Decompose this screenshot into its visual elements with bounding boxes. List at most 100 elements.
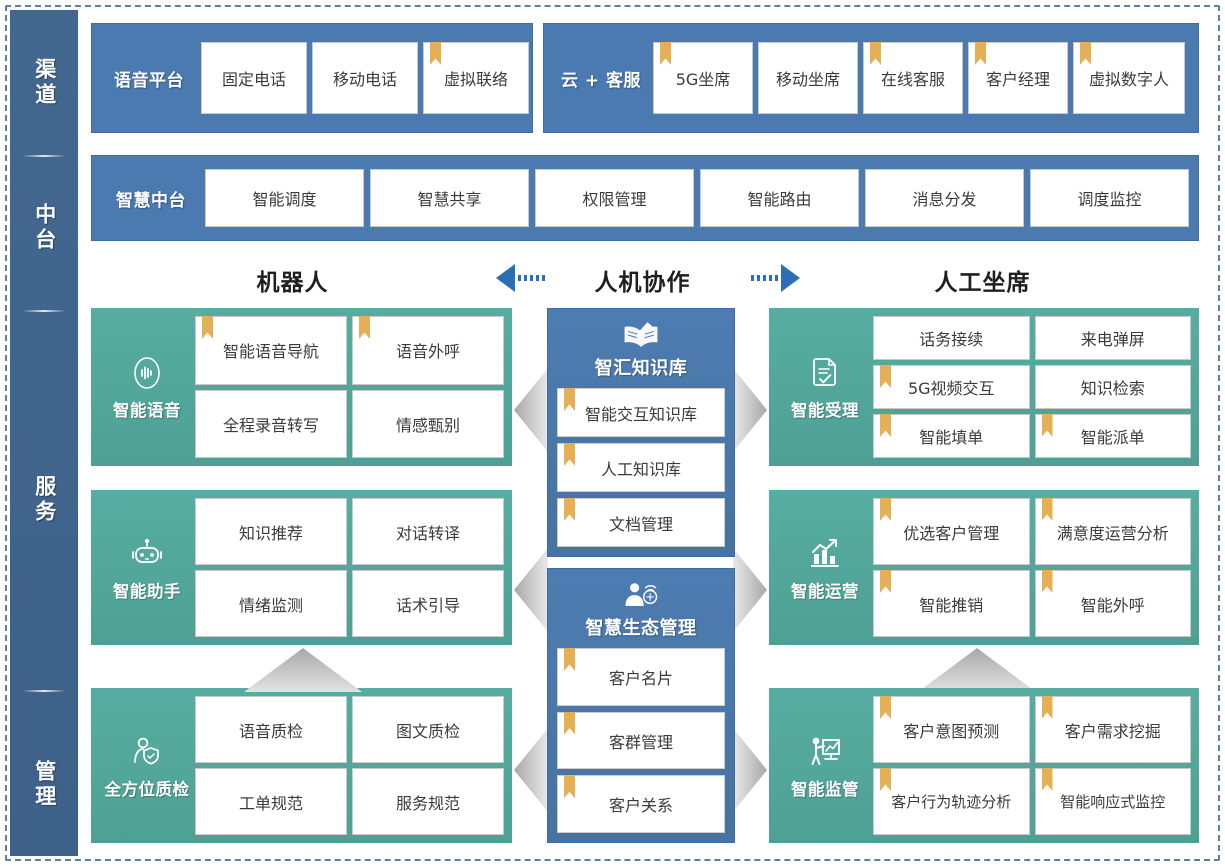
middle-platform-cell[interactable]: 智慧共享 xyxy=(370,169,529,227)
sidebar-item-channel[interactable]: 渠道 xyxy=(10,20,78,145)
bookmark-icon xyxy=(564,443,575,466)
cell-label: 客户经理 xyxy=(985,70,1050,89)
sidebar-label-service: 服务 xyxy=(32,475,57,525)
cell-label: 智能交互知识库 xyxy=(584,404,697,424)
ecosystem-management-item[interactable]: 客户关系 xyxy=(557,775,725,834)
service-card-intelligent-acceptance-grid: 话务接续 来电弹屏 5G视频交互 知识检索 智能填单 智能派单 xyxy=(873,316,1191,458)
sidebar-divider-2 xyxy=(22,310,66,312)
ecosystem-management-stack: 智慧生态管理 客户名片 客群管理 客户关系 xyxy=(547,568,735,843)
service-cell[interactable]: 客户意图预测 xyxy=(873,696,1030,763)
service-card-intelligent-voice-icon-col: 智能语音 xyxy=(99,353,195,421)
service-cell[interactable]: 智能派单 xyxy=(1034,414,1191,458)
middle-platform-row: 智慧中台 智能调度 智慧共享 权限管理 智能路由 消息分发 调度监控 xyxy=(91,155,1199,241)
channel-cell[interactable]: 虚拟数字人 xyxy=(1073,42,1185,114)
bookmark-icon xyxy=(1041,570,1053,593)
channel-cell[interactable]: 移动电话 xyxy=(312,42,418,114)
service-cell[interactable]: 情感甄别 xyxy=(352,389,504,458)
service-cell[interactable]: 智能推销 xyxy=(873,570,1030,637)
ecosystem-management-item[interactable]: 客户名片 xyxy=(557,648,725,706)
sidebar-item-management[interactable]: 管理 xyxy=(10,710,78,860)
ecosystem-management-item[interactable]: 客群管理 xyxy=(557,711,725,770)
connector-arrow-right-supervision xyxy=(733,728,767,812)
bookmark-icon xyxy=(202,316,213,339)
document-check-icon xyxy=(813,358,836,386)
middle-platform-cell[interactable]: 智能调度 xyxy=(205,169,364,227)
service-card-intelligent-assistant-title: 智能助手 xyxy=(113,581,181,601)
service-cell[interactable]: 满意度运营分析 xyxy=(1034,498,1191,565)
cell-label: 来电弹屏 xyxy=(1080,330,1145,349)
cell-label: 语音外呼 xyxy=(395,342,460,362)
service-cell[interactable]: 智能语音导航 xyxy=(195,316,347,385)
bookmark-icon xyxy=(359,316,370,339)
cell-label: 情感甄别 xyxy=(395,415,460,435)
service-cell[interactable]: 工单规范 xyxy=(195,768,347,835)
bookmark-icon xyxy=(880,696,891,719)
service-cell[interactable]: 来电弹屏 xyxy=(1034,316,1191,360)
sidebar-item-service[interactable]: 服务 xyxy=(10,330,78,670)
cell-label: 知识推荐 xyxy=(238,523,303,543)
connector-arrow-right-operation xyxy=(733,548,767,632)
cell-label: 虚拟联络 xyxy=(443,70,508,89)
knowledge-base-item[interactable]: 人工知识库 xyxy=(557,443,725,492)
channel-cell[interactable]: 固定电话 xyxy=(201,42,307,114)
cell-label: 工单规范 xyxy=(238,793,303,813)
service-cell[interactable]: 智能填单 xyxy=(873,414,1030,458)
middle-platform-cell[interactable]: 权限管理 xyxy=(535,169,694,227)
service-card-intelligent-operation-grid: 优选客户管理 满意度运营分析 智能推销 智能外呼 xyxy=(873,498,1191,637)
service-card-intelligent-operation-title: 智能运营 xyxy=(791,581,859,601)
cell-label: 对话转译 xyxy=(395,523,460,543)
middle-platform-cell[interactable]: 消息分发 xyxy=(865,169,1024,227)
service-cell[interactable]: 5G视频交互 xyxy=(873,365,1030,409)
channel-cell[interactable]: 虚拟联络 xyxy=(423,42,529,114)
cell-label: 5G视频交互 xyxy=(907,379,995,398)
channel-cell[interactable]: 在线客服 xyxy=(863,42,963,114)
service-card-intelligent-acceptance-title: 智能受理 xyxy=(791,401,859,420)
collab-header-agent: 人工坐席 xyxy=(900,262,1065,298)
knowledge-base-item[interactable]: 文档管理 xyxy=(557,498,725,547)
service-cell[interactable]: 知识推荐 xyxy=(195,498,347,565)
service-cell[interactable]: 图文质检 xyxy=(352,696,504,763)
cell-label: 5G坐席 xyxy=(675,70,731,89)
service-cell[interactable]: 服务规范 xyxy=(352,768,504,835)
service-cell[interactable]: 语音外呼 xyxy=(352,316,504,385)
service-cell[interactable]: 全程录音转写 xyxy=(195,389,347,458)
service-cell[interactable]: 话务接续 xyxy=(873,316,1030,360)
middle-platform-cells: 智能调度 智慧共享 权限管理 智能路由 消息分发 调度监控 xyxy=(201,156,1189,240)
channel-cell[interactable]: 移动坐席 xyxy=(758,42,858,114)
channel-cell[interactable]: 5G坐席 xyxy=(653,42,753,114)
bookmark-icon xyxy=(430,42,441,65)
service-cell[interactable]: 情绪监测 xyxy=(195,570,347,637)
cell-label: 客群管理 xyxy=(608,732,673,752)
sidebar-divider-3 xyxy=(22,690,66,692)
service-cell[interactable]: 知识检索 xyxy=(1034,365,1191,409)
bookmark-icon xyxy=(1041,768,1053,791)
service-cell[interactable]: 客户需求挖掘 xyxy=(1034,696,1191,763)
cell-label: 全程录音转写 xyxy=(222,415,319,435)
service-cell[interactable]: 语音质检 xyxy=(195,696,347,763)
service-cell[interactable]: 话术引导 xyxy=(352,570,504,637)
cell-label: 智能填单 xyxy=(919,428,984,447)
bookmark-icon xyxy=(1041,498,1053,521)
channel-cell[interactable]: 客户经理 xyxy=(968,42,1068,114)
collab-arrow-right-icon xyxy=(781,264,800,292)
service-cell[interactable]: 智能响应式监控 xyxy=(1034,768,1191,835)
cell-label: 语音质检 xyxy=(238,721,303,741)
service-cell[interactable]: 客户行为轨迹分析 xyxy=(873,768,1030,835)
cell-label: 满意度运营分析 xyxy=(1056,523,1169,543)
cell-label: 情绪监测 xyxy=(238,595,303,615)
sidebar-item-middle-platform[interactable]: 中台 xyxy=(10,165,78,290)
connector-arrow-left-quality xyxy=(514,728,548,812)
service-cell[interactable]: 优选客户管理 xyxy=(873,498,1030,565)
cell-label: 移动电话 xyxy=(332,70,397,89)
middle-platform-cell[interactable]: 调度监控 xyxy=(1030,169,1189,227)
service-cell[interactable]: 对话转译 xyxy=(352,498,504,565)
cell-label: 调度监控 xyxy=(1077,190,1142,209)
service-card-full-quality-inspection-title: 全方位质检 xyxy=(104,779,190,799)
knowledge-base-item[interactable]: 智能交互知识库 xyxy=(557,388,725,437)
service-cell[interactable]: 智能外呼 xyxy=(1034,570,1191,637)
channel-group-cloud-service-cells: 5G坐席 移动坐席 在线客服 客户经理 虚拟数字人 xyxy=(649,24,1189,132)
middle-platform-cell[interactable]: 智能路由 xyxy=(700,169,859,227)
service-card-intelligent-voice-title: 智能语音 xyxy=(113,401,181,420)
ecosystem-management-items: 客户名片 客群管理 客户关系 xyxy=(557,648,725,834)
